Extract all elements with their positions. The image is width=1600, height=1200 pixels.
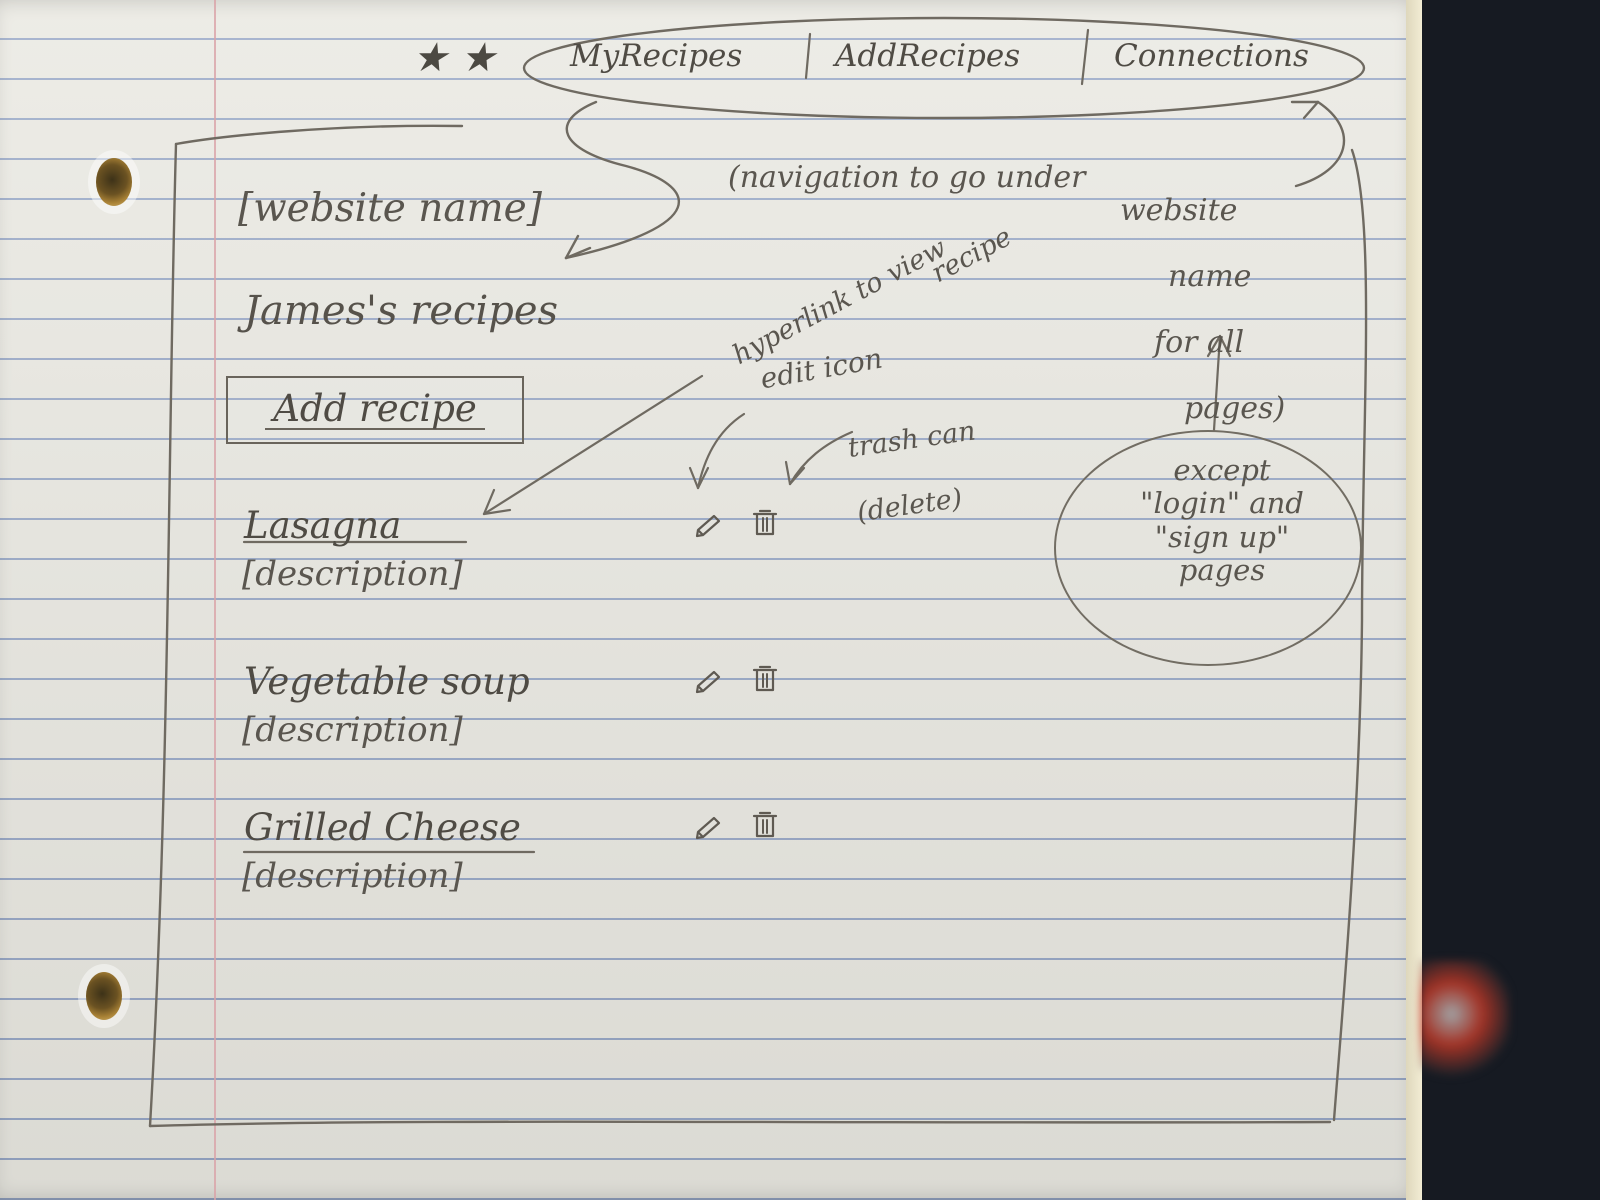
nav-add-recipes[interactable]: AddRecipes [835, 38, 1021, 74]
binder-hole-bottom [86, 972, 122, 1020]
recipe-list-item: Vegetable soup [description] [232, 660, 822, 780]
trash-can-annotation-line: trash can [846, 415, 978, 465]
star-icon: ★ [412, 35, 448, 81]
star-icon: ★ [460, 35, 496, 81]
recipe-link-grilled-cheese[interactable]: Grilled Cheese [244, 806, 521, 849]
recipe-description: [description] [242, 554, 463, 594]
recipe-actions [694, 808, 804, 848]
recipe-description: [description] [242, 856, 463, 896]
recipe-list-item: Grilled Cheese [description] [232, 806, 822, 926]
trash-icon[interactable] [748, 808, 782, 842]
hyperlink-annotation-line: recipe [926, 221, 1018, 290]
nav-connections[interactable]: Connections [1114, 38, 1309, 74]
paper-edge [1406, 0, 1422, 1200]
recipe-link-lasagna[interactable]: Lasagna [244, 504, 402, 547]
add-recipe-button[interactable]: Add recipe [226, 376, 524, 444]
pencil-icon[interactable] [694, 808, 728, 842]
navigation-annotation: (navigation to go under website name for… [728, 128, 1348, 458]
navigation-annotation-line: name [1168, 259, 1252, 294]
navigation-annotation-line: (navigation to go under [728, 160, 1086, 195]
recipe-description: [description] [242, 710, 463, 750]
navigation-annotation-line: for all [1154, 325, 1245, 360]
recipe-list-item: Lasagna [description] [232, 504, 822, 624]
recipe-link-vegetable-soup[interactable]: Vegetable soup [244, 660, 530, 703]
background-glow [1420, 960, 1510, 1080]
nav-my-recipes[interactable]: MyRecipes [570, 38, 743, 74]
trash-icon[interactable] [748, 506, 782, 540]
recipe-actions [694, 506, 804, 546]
trash-can-annotation: trash can (delete) [842, 384, 987, 530]
pencil-icon[interactable] [694, 506, 728, 540]
pencil-icon[interactable] [694, 662, 728, 696]
paper-margin-line [214, 0, 216, 1200]
trash-icon[interactable] [748, 662, 782, 696]
exception-callout: except "login" and "sign up" pages [1054, 430, 1362, 666]
binder-hole-top [96, 158, 132, 206]
recipe-actions [694, 662, 804, 702]
exception-callout-text: except "login" and "sign up" pages [1140, 453, 1304, 588]
navigation-annotation-line: pages) [1184, 391, 1286, 426]
navigation-annotation-line: website [1120, 193, 1238, 228]
add-recipe-button-label: Add recipe [265, 389, 485, 431]
website-name-text: [website name] [238, 186, 542, 231]
page-title: James's recipes [244, 288, 559, 334]
website-name: [website name] [232, 182, 624, 242]
